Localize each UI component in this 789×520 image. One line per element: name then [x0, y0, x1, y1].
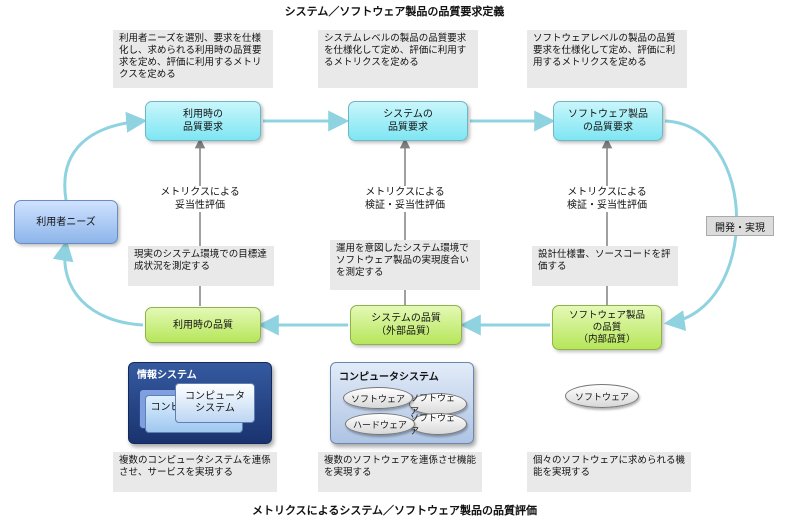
mid-note-1: 現実のシステム環境での目標達成状況を測定する — [128, 246, 274, 286]
use-quality-requirement: 利用時の 品質要求 — [145, 101, 261, 141]
top-note-3: ソフトウェアレベルの製品の品質要求を仕様化して定め、評価に利用するメトリクスを定… — [527, 30, 687, 88]
software-quality-requirement-line2: の品質要求 — [583, 122, 633, 133]
software-quality-internal-line1: ソフトウェア製品 — [568, 309, 645, 321]
mid-note-3: 設計仕様書、ソースコードを評価する — [532, 246, 678, 286]
software-quality-internal: ソフトウェア製品 の品質 （内部品質） — [552, 305, 662, 350]
pill-hardware: ハードウェア — [345, 413, 415, 435]
mid-note-2: 運用を意図したシステム環境でソフトウェア製品の実現度合いを測定する — [330, 240, 480, 290]
system-quality-requirement-line1: システムの — [383, 109, 433, 120]
evaluation-label-3-line2: 検証・妥当性評価 — [567, 200, 647, 211]
computer-system-label: コンピュータシステム — [339, 372, 439, 383]
bottom-note-1: 複数のコンピュータシステムを連係させ、サービスを実現する — [113, 452, 277, 492]
evaluation-label-3-line1: メトリクスによる — [567, 187, 647, 198]
bottom-note-2: 複数のソフトウェアを連係させ機能を実現する — [318, 452, 482, 492]
evaluation-label-1-line1: メトリクスによる — [160, 187, 240, 198]
evaluation-label-1-line2: 妥当性評価 — [175, 200, 225, 211]
evaluation-label-2-line2: 検証・妥当性評価 — [365, 200, 445, 211]
use-quality-requirement-line2: 品質要求 — [183, 122, 223, 133]
arrow-use-q-to-needs — [52, 239, 144, 327]
computer-system: コンピュータシステム ソフトウェア ソフトウェア ソフトウェア ハードウェア — [330, 362, 474, 444]
top-note-1: 利用者ニーズを選別、要求を仕様化し、求められる利用時の品質要求を定め、評価に利用… — [113, 30, 273, 88]
system-quality-requirement-line2: 品質要求 — [388, 122, 428, 133]
information-system-label: 情報システム — [137, 370, 197, 381]
software-pill: ソフトウェア — [565, 384, 639, 408]
software-quality-requirement: ソフトウェア製品 の品質要求 — [553, 101, 663, 141]
evaluation-label-1: メトリクスによる 妥当性評価 — [150, 186, 250, 212]
software-quality-internal-line3: （内部品質） — [578, 333, 636, 345]
system-quality-external: システムの品質 （外部品質） — [350, 305, 462, 345]
evaluation-label-2: メトリクスによる 検証・妥当性評価 — [350, 186, 460, 212]
info-system-front-box: コンピュータシステム — [175, 383, 255, 423]
user-needs-box: 利用者ニーズ — [14, 200, 118, 244]
software-quality-internal-line2: の品質 — [592, 321, 622, 333]
system-quality-external-line2: （外部品質） — [376, 326, 436, 337]
arrow-needs-to-use-req — [63, 111, 148, 201]
title-top: システム／ソフトウェア製品の品質要求定義 — [284, 5, 505, 18]
system-quality-external-line1: システムの品質 — [371, 313, 441, 324]
information-system: 情報システム コンピュータシステム コンピュータシステム — [128, 362, 272, 444]
title-bottom: メトリクスによるシステム／ソフトウェア製品の品質評価 — [251, 504, 537, 517]
system-quality-requirement: システムの 品質要求 — [348, 101, 468, 141]
top-note-2: システムレベルの製品の品質要求を仕様化して定め、評価に利用するメトリクスを定める — [318, 30, 478, 88]
software-quality-requirement-line1: ソフトウェア製品 — [568, 109, 648, 120]
quality-in-use: 利用時の品質 — [145, 307, 261, 343]
bottom-note-3: 個々のソフトウェアに求められる機能を実現する — [527, 452, 691, 492]
use-quality-requirement-line1: 利用時の — [183, 109, 223, 120]
pill-software: ソフトウェア — [343, 387, 413, 409]
development-label: 開発・実現 — [706, 216, 774, 236]
evaluation-label-3: メトリクスによる 検証・妥当性評価 — [552, 186, 662, 212]
evaluation-label-2-line1: メトリクスによる — [365, 187, 445, 198]
pill-software-2: ソフトウェア — [409, 413, 467, 437]
quality-in-use-line1: 利用時の品質 — [173, 319, 233, 331]
